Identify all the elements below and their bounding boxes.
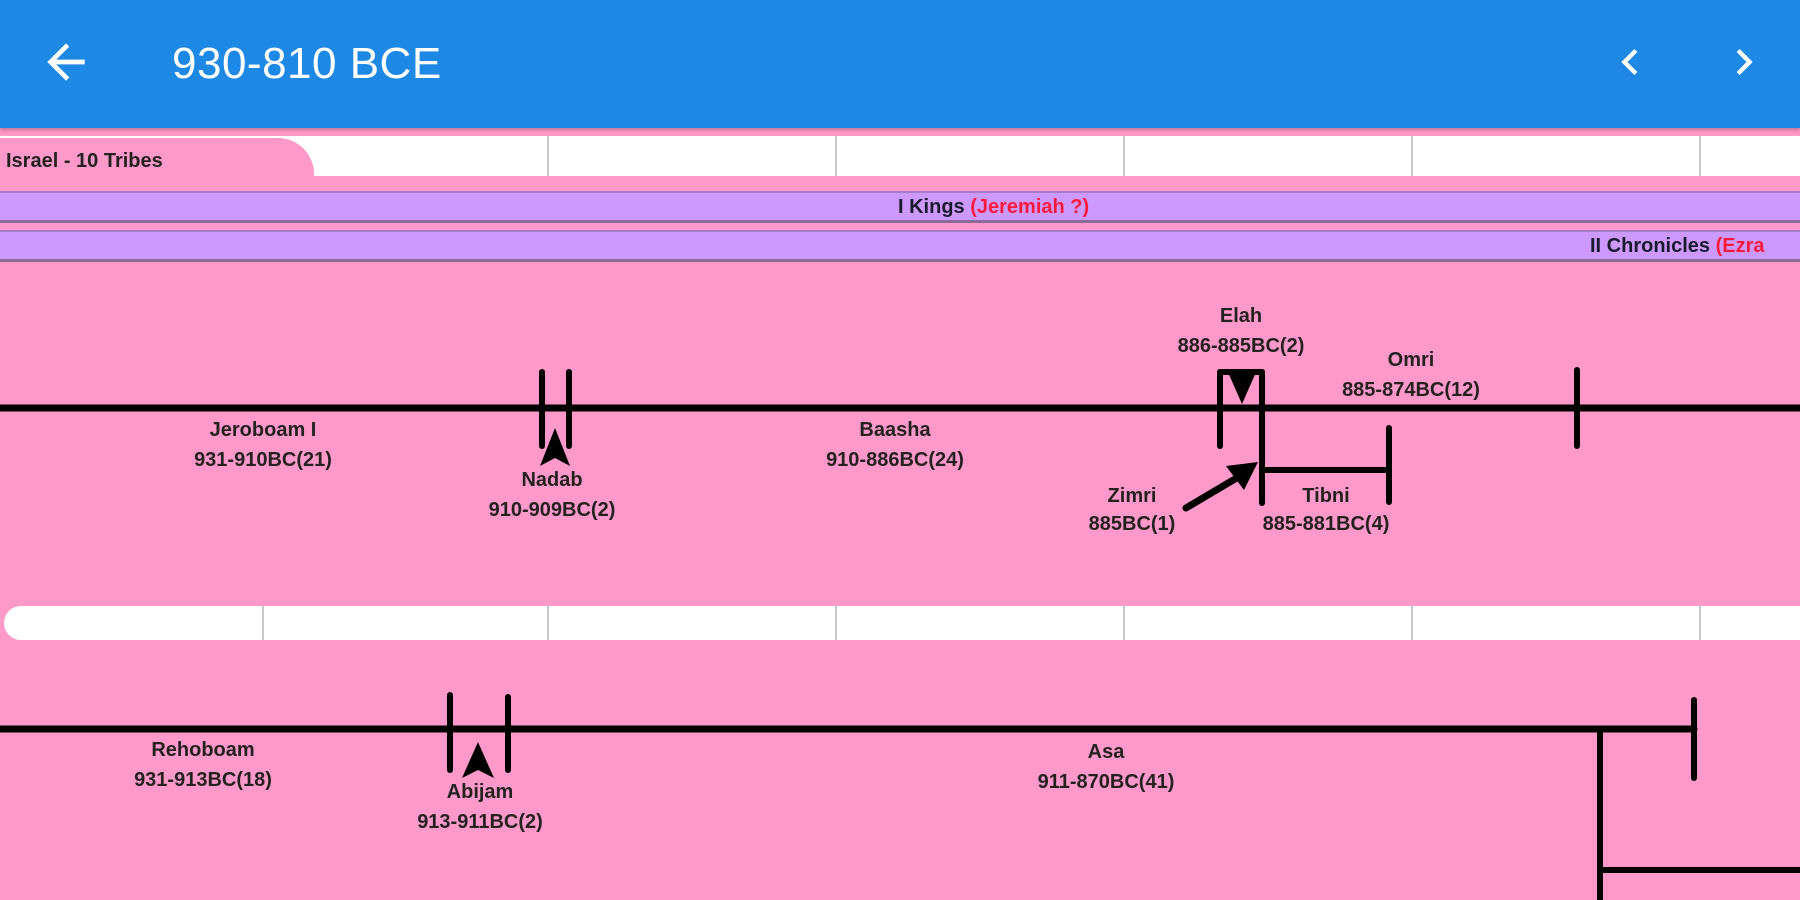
king-dates: 885-874BC(12) — [1342, 379, 1480, 401]
king-dates: 931-913BC(18) — [134, 769, 272, 791]
page-title: 930-810 BCE — [172, 39, 442, 88]
ruler-tick — [1411, 606, 1413, 640]
kingdom-tab-label: Israel - 10 Tribes — [6, 150, 163, 172]
kingdom-strip — [0, 176, 1800, 190]
chevron-left-icon — [1621, 49, 1638, 75]
kingdom-tab-israel[interactable]: Israel - 10 Tribes — [0, 138, 314, 182]
zimri-arrow-shaft — [1182, 472, 1244, 512]
king-dates: 885-881BC(4) — [1263, 513, 1390, 535]
king-name: Abijam — [447, 781, 514, 803]
king-dates: 910-909BC(2) — [489, 499, 616, 521]
ruler-tick — [835, 136, 837, 176]
previous-period-button[interactable] — [1604, 36, 1656, 88]
book-author: (Jeremiah ?) — [970, 196, 1090, 218]
time-ruler-judah — [4, 606, 1800, 640]
ruler-tick — [1699, 136, 1701, 176]
king-name: Rehoboam — [151, 739, 254, 761]
book-author: (Ezra — [1715, 235, 1765, 257]
king-name: Omri — [1388, 349, 1435, 371]
ruler-tick — [262, 606, 264, 640]
king-name: Asa — [1088, 741, 1126, 763]
chevron-right-icon — [1736, 49, 1753, 75]
ruler-tick — [1123, 606, 1125, 640]
ruler-tick — [547, 136, 549, 176]
book-name: II Chronicles — [1590, 235, 1711, 257]
king-name: Nadab — [521, 469, 582, 491]
king-dates: 885BC(1) — [1089, 513, 1176, 535]
king-name: Tibni — [1302, 485, 1349, 507]
king-dates: 910-886BC(24) — [826, 449, 964, 471]
arrow-left-icon — [47, 43, 85, 81]
book-name: I Kings — [898, 196, 965, 218]
ruler-tick — [835, 606, 837, 640]
king-dates: 931-910BC(21) — [194, 449, 332, 471]
back-button[interactable] — [38, 34, 94, 90]
book-bar-1-kings[interactable]: I Kings (Jeremiah ?) — [0, 191, 1800, 223]
king-name: Jeroboam I — [210, 419, 317, 441]
book-bar-2-chronicles[interactable]: II Chronicles (Ezra — [0, 230, 1800, 262]
zimri-arrow-icon — [1226, 462, 1258, 490]
nadab-arrow-icon — [540, 428, 570, 466]
king-name: Elah — [1220, 305, 1262, 327]
next-period-button[interactable] — [1718, 36, 1770, 88]
app-bar: 930-810 BCE — [0, 0, 1800, 128]
ruler-tick — [547, 606, 549, 640]
king-name: Baasha — [859, 419, 931, 441]
elah-arrow-icon — [1227, 370, 1257, 404]
ruler-tick — [1411, 136, 1413, 176]
abijam-arrow-icon — [462, 742, 494, 778]
king-dates: 886-885BC(2) — [1178, 335, 1305, 357]
king-dates: 913-911BC(2) — [417, 811, 543, 833]
king-dates: 911-870BC(41) — [1038, 771, 1175, 793]
king-name: Zimri — [1108, 485, 1157, 507]
ruler-tick — [1123, 136, 1125, 176]
ruler-tick — [1699, 606, 1701, 640]
